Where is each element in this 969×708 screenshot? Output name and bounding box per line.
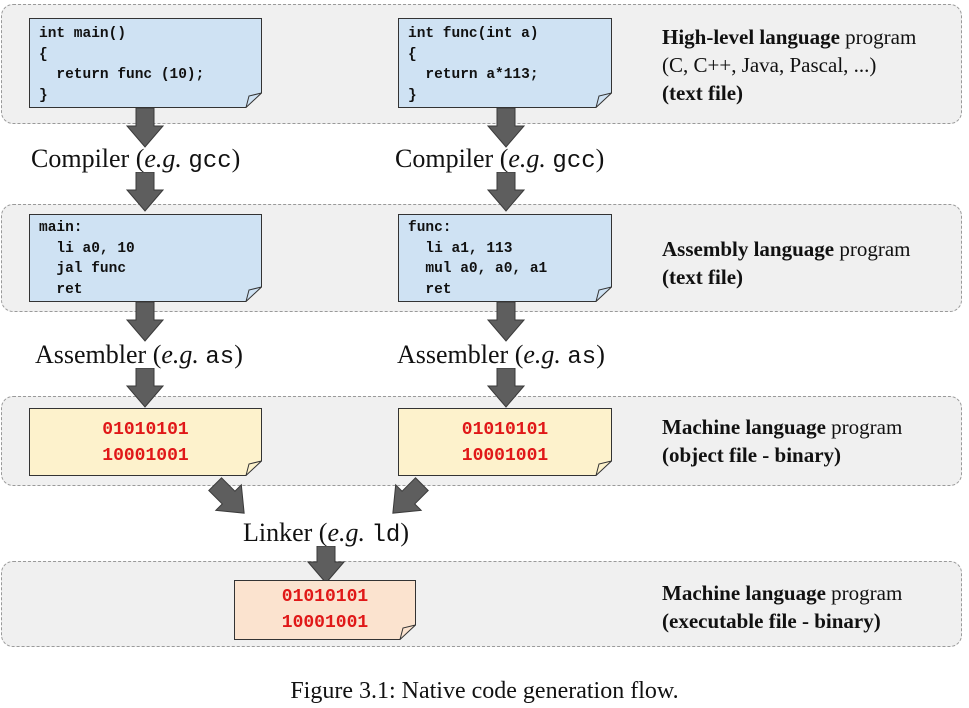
func-object-binary: 01010101 10001001 <box>461 420 549 466</box>
diagonal-arrow-icon <box>208 477 245 514</box>
assembly-description: Assembly language program (text file) <box>662 235 911 291</box>
page-fold-icon <box>398 214 612 302</box>
high-level-desc-filetype: (text file) <box>662 81 744 105</box>
executable-band <box>1 561 962 647</box>
assembly-desc-rest: program <box>834 237 911 261</box>
object-desc-filetype: (object file - binary) <box>662 443 842 467</box>
down-arrow-icon <box>487 302 525 342</box>
compiler-label-left: Compiler (e.g. gcc) <box>31 144 241 175</box>
assembler-label-left: Assembler (e.g. as) <box>35 340 243 371</box>
high-level-desc-rest: program <box>839 25 917 49</box>
func-assembly-code: func: li a1, 113 mul a0, a0, a1 ret <box>408 220 548 298</box>
main-object-binary: 01010101 10001001 <box>102 420 189 466</box>
down-arrow-icon <box>487 172 525 212</box>
page-fold-icon <box>29 408 262 476</box>
high-level-desc-bold: High-level language <box>662 25 840 49</box>
executable-desc-rest: program <box>825 581 903 605</box>
executable-file: 01010101 10001001 <box>234 580 416 640</box>
func-source-code: int func(int a) { return a*113; } <box>408 26 539 104</box>
object-desc-bold: Machine language <box>662 415 826 439</box>
down-arrow-icon <box>126 108 164 148</box>
page-fold-icon <box>398 18 612 108</box>
main-object-file: 01010101 10001001 <box>29 408 262 476</box>
assembly-desc-bold: Assembly language <box>662 237 835 261</box>
figure-caption: Figure 3.1: Native code generation flow. <box>290 678 679 704</box>
down-arrow-icon <box>126 302 164 342</box>
down-arrow-icon <box>487 368 525 408</box>
func-assembly-file: func: li a1, 113 mul a0, a0, a1 ret <box>398 214 612 302</box>
page-fold-icon <box>234 580 416 640</box>
executable-desc-filetype: (executable file - binary) <box>662 609 881 633</box>
page-fold-icon <box>29 18 262 108</box>
diagonal-arrow-icon <box>392 477 429 514</box>
func-source-file: int func(int a) { return a*113; } <box>398 18 612 108</box>
linker-label: Linker (e.g. ld) <box>243 518 409 549</box>
compiler-label-right: Compiler (e.g. gcc) <box>395 144 605 175</box>
page-fold-icon <box>29 214 262 302</box>
main-source-code: int main() { return func (10); } <box>39 26 205 104</box>
down-arrow-icon <box>487 108 525 148</box>
assembler-label-right: Assembler (e.g. as) <box>397 340 605 371</box>
executable-desc-bold: Machine language <box>662 581 826 605</box>
page-fold-icon <box>398 408 612 476</box>
assembly-desc-filetype: (text file) <box>662 265 744 289</box>
down-arrow-icon <box>307 546 345 584</box>
high-level-description: High-level language program (C, C++, Jav… <box>662 23 916 107</box>
main-source-file: int main() { return func (10); } <box>29 18 262 108</box>
object-description: Machine language program (object file - … <box>662 413 902 469</box>
executable-description: Machine language program (executable fil… <box>662 579 902 635</box>
object-desc-rest: program <box>825 415 903 439</box>
executable-binary: 01010101 10001001 <box>281 587 369 633</box>
main-assembly-code: main: li a0, 10 jal func ret <box>39 220 135 298</box>
func-object-file: 01010101 10001001 <box>398 408 612 476</box>
down-arrow-icon <box>126 368 164 408</box>
down-arrow-icon <box>126 172 164 212</box>
high-level-desc-languages: (C, C++, Java, Pascal, ...) <box>662 53 877 77</box>
main-assembly-file: main: li a0, 10 jal func ret <box>29 214 262 302</box>
